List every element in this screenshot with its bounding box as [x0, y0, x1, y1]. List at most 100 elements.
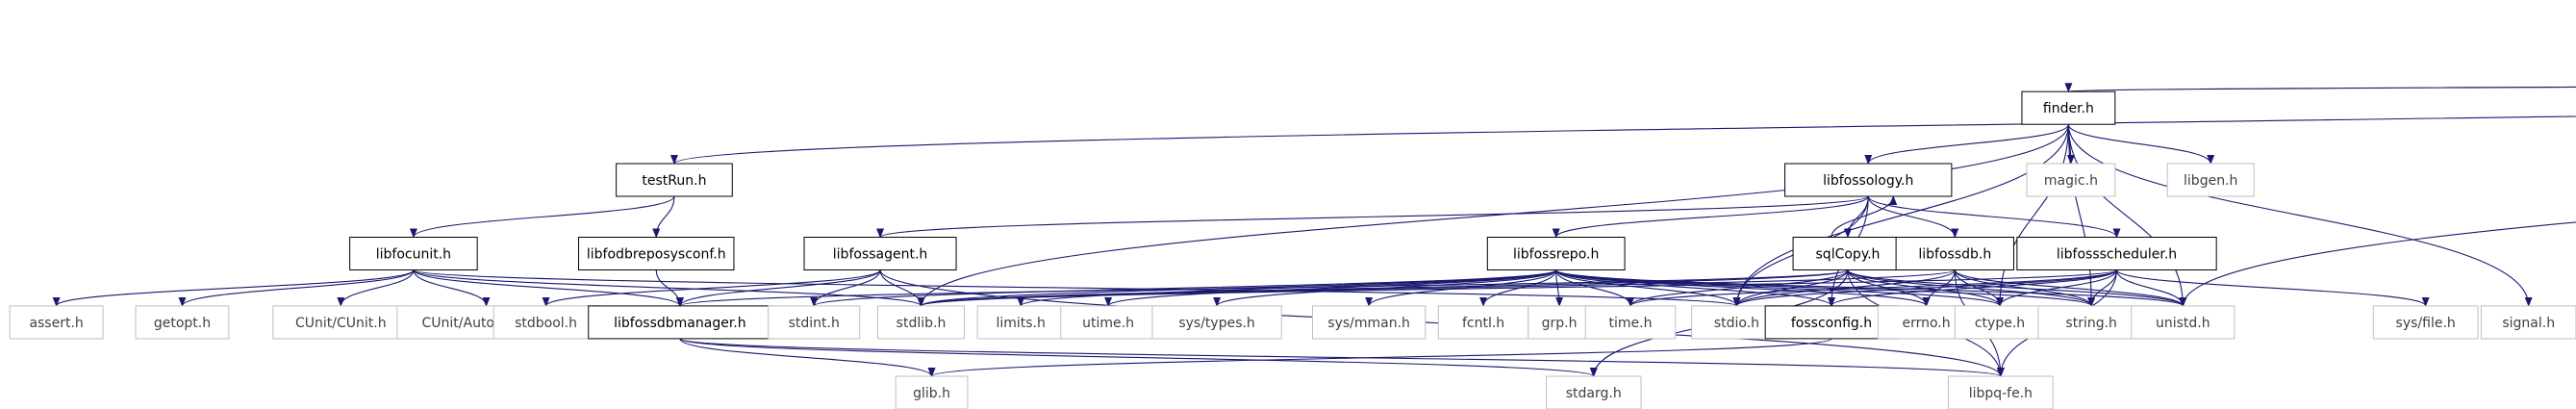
node-label: glib.h: [913, 386, 950, 401]
edge-libfocunit-to-cunit: [337, 269, 415, 307]
node-libfossology[interactable]: libfossology.h: [1784, 163, 1953, 197]
node-stdlib: stdlib.h: [876, 305, 966, 340]
node-label: sys/types.h: [1178, 316, 1254, 331]
node-utime: utime.h: [1060, 305, 1156, 340]
node-label: sys/file.h: [2396, 316, 2456, 331]
node-box: [2016, 237, 2217, 270]
edge-libfocunit-to-getopt: [178, 269, 415, 307]
edge-libfossdbmanager-to-libpqfe: [679, 338, 2005, 377]
edge-finder-to-stdio: [1732, 124, 2069, 307]
node-label: finder.h: [2043, 101, 2094, 116]
edge-libfossdb-to-errno: [1922, 269, 1956, 307]
edge-libfossagent-to-libfossdbmanager: [675, 269, 881, 307]
edge-libfosssched-to-sysfile: [2115, 269, 2430, 307]
node-box: [1311, 305, 1427, 340]
node-testRun[interactable]: testRun.h: [616, 163, 733, 197]
node-glib: glib.h: [895, 375, 969, 409]
node-label: stdbool.h: [515, 316, 577, 331]
node-box: [1545, 375, 1642, 409]
edge-libfossrepo-to-utime: [1104, 269, 1557, 307]
node-libfodb[interactable]: libfodbreposysconf.h: [578, 237, 735, 270]
node-getopt: getopt.h: [135, 305, 230, 340]
edge-finder-to-unistd: [2067, 124, 2187, 307]
edge-libfossology-to-libfosssched: [1867, 195, 2121, 239]
node-libfocunit[interactable]: libfocunit.h: [349, 237, 478, 270]
dependency-edges: [52, 82, 2576, 377]
node-box: [616, 163, 733, 197]
edge-finder-to-stdlib: [917, 124, 2069, 307]
edge-libfossrepo-to-stdio: [1555, 269, 1741, 307]
node-libgen: libgen.h: [2166, 163, 2255, 197]
edge-sqlCopy-to-stdio: [1732, 269, 1849, 307]
edge-libfosssched-to-fossconfig: [1828, 269, 2118, 307]
edge-libfossrepo-to-ctype: [1555, 269, 2004, 307]
node-box: [1764, 305, 1899, 340]
edge-libfocunit-to-assert: [52, 269, 415, 307]
edge-finder-to-libfossology: [1864, 123, 2069, 165]
node-limits: limits.h: [976, 305, 1065, 340]
node-box: [876, 305, 966, 340]
node-sqlCopy[interactable]: sqlCopy.h: [1792, 237, 1904, 270]
node-box: [1528, 305, 1591, 340]
node-box: [2372, 305, 2479, 340]
node-sysfile: sys/file.h: [2372, 305, 2479, 340]
node-unistd: unistd.h: [2131, 305, 2235, 340]
node-box: [135, 305, 230, 340]
node-libfossdb[interactable]: libfossdb.h: [1895, 237, 2014, 270]
node-label: sqlCopy.h: [1816, 247, 1881, 263]
node-label: ctype.h: [1975, 316, 2025, 331]
node-libfossagent[interactable]: libfossagent.h: [803, 237, 957, 270]
node-box: [349, 237, 478, 270]
node-fossconfig[interactable]: fossconfig.h: [1764, 305, 1899, 340]
edge-testRun-to-libfocunit: [410, 195, 675, 239]
edge-libfossology-to-libfossdb: [1867, 195, 1959, 239]
node-label: libgen.h: [2184, 173, 2237, 189]
node-box: [1947, 375, 2054, 409]
node-label: stdint.h: [789, 316, 840, 331]
node-libfossrepo[interactable]: libfossrepo.h: [1486, 237, 1626, 270]
edge-libfosssched-to-ctype: [1996, 269, 2118, 307]
edge-libfosssched-to-unistd: [2115, 269, 2187, 307]
node-libfossdbmanager[interactable]: libfossdbmanager.h: [588, 305, 772, 340]
node-box: [588, 305, 772, 340]
node-box: [1486, 237, 1626, 270]
node-string: string.h: [2037, 305, 2145, 340]
node-label: libfossdbmanager.h: [614, 316, 745, 331]
edge-finder-to-libgen: [2067, 124, 2215, 165]
node-magic: magic.h: [2026, 163, 2116, 197]
node-label: libfodbreposysconf.h: [587, 247, 726, 263]
node-box: [578, 237, 735, 270]
node-label: utime.h: [1082, 316, 1134, 331]
node-stdint: stdint.h: [768, 305, 861, 340]
node-box: [803, 237, 957, 270]
node-label: fossconfig.h: [1791, 316, 1872, 331]
edge-sqlCopy-to-time: [1627, 269, 1849, 307]
edge-libfossology-to-libfossagent: [876, 195, 1869, 239]
node-box: [492, 305, 599, 340]
node-box: [2131, 305, 2235, 340]
edge-libfossrepo-to-fossconfig: [1555, 269, 1835, 307]
node-box: [1584, 305, 1677, 340]
edge-sqlCopy-to-libfossdbmanager: [676, 269, 1849, 307]
node-label: limits.h: [996, 316, 1045, 331]
edge-libfocunit-to-libfossdbmanager: [413, 269, 684, 307]
node-label: stdarg.h: [1566, 386, 1622, 401]
node-box: [1792, 237, 1904, 270]
node-time: time.h: [1584, 305, 1677, 340]
edge-libfosssched-to-stdio: [1732, 269, 2118, 307]
edge-root-to-finder: [2067, 82, 2576, 93]
edge-root-to-unistd: [2179, 221, 2576, 307]
node-box: [1784, 163, 1953, 197]
node-finder[interactable]: finder.h: [2021, 90, 2116, 125]
edge-libfossdbmanager-to-stdarg: [679, 338, 1598, 377]
node-box: [1151, 305, 1282, 340]
node-box: [768, 305, 861, 340]
node-systypes: sys/types.h: [1151, 305, 1282, 340]
node-signal: signal.h: [2480, 305, 2576, 340]
edge-libfossdb-to-unistd: [1954, 269, 2187, 307]
edge-libfossdbmanager-to-glib: [679, 338, 936, 377]
header-nodes: src/mimetype/agent_tests/Unit/testRun.cf…: [9, 90, 2576, 409]
node-libfosssched[interactable]: libfossscheduler.h: [2016, 237, 2217, 270]
node-box: [272, 305, 410, 340]
